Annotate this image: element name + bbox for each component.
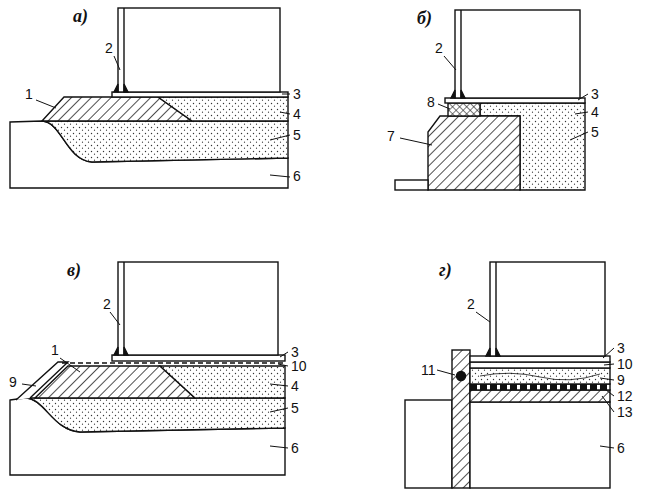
callout-number: 5 bbox=[290, 400, 300, 416]
panel-letter: б) bbox=[416, 8, 433, 28]
callout-number: 2 bbox=[102, 296, 112, 312]
callout-number: 13 bbox=[616, 404, 634, 420]
panel-a bbox=[10, 8, 288, 188]
callout-number: 9 bbox=[616, 372, 626, 388]
leader-lines bbox=[22, 56, 614, 448]
callout-number: 6 bbox=[292, 168, 302, 184]
callout-number: 4 bbox=[292, 106, 302, 122]
callout-number: 5 bbox=[292, 127, 302, 143]
panel-letter: а) bbox=[72, 6, 89, 26]
callout-number: 2 bbox=[104, 40, 114, 56]
callout-number: 1 bbox=[24, 86, 34, 102]
callout-number: 3 bbox=[590, 86, 600, 102]
callout-number: 6 bbox=[616, 440, 626, 456]
callout-number: 3 bbox=[290, 344, 300, 360]
callout-number: 12 bbox=[616, 388, 634, 404]
callout-number: 3 bbox=[616, 340, 626, 356]
panel-letter: г) bbox=[438, 260, 453, 280]
callout-number: 7 bbox=[386, 128, 396, 144]
callout-number: 4 bbox=[290, 378, 300, 394]
callout-number: 10 bbox=[616, 356, 634, 372]
panel-v bbox=[10, 262, 285, 475]
panel-letter: в) bbox=[66, 260, 82, 280]
callout-number: 11 bbox=[420, 362, 437, 378]
callout-number: 2 bbox=[434, 40, 444, 56]
callout-number: 4 bbox=[590, 104, 600, 120]
callout-number: 3 bbox=[292, 86, 302, 102]
panel-g bbox=[405, 262, 610, 488]
callout-number: 8 bbox=[426, 94, 436, 110]
callout-number: 2 bbox=[466, 296, 476, 312]
callout-number: 1 bbox=[50, 342, 60, 358]
callout-number: 10 bbox=[290, 358, 308, 374]
callout-number: 6 bbox=[290, 440, 300, 456]
panel-b bbox=[395, 10, 585, 190]
callout-number: 5 bbox=[590, 124, 600, 140]
callout-number: 9 bbox=[8, 374, 18, 390]
